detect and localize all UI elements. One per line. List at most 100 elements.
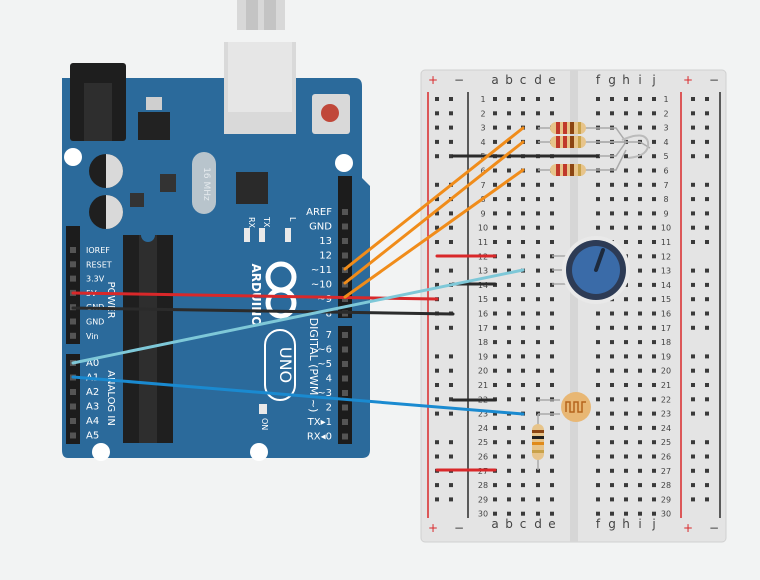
rail-hole[interactable] [705, 311, 709, 316]
pin-socket[interactable] [342, 361, 348, 367]
breadboard-hole[interactable] [507, 511, 511, 516]
breadboard-hole[interactable] [507, 225, 511, 230]
breadboard-hole[interactable] [596, 454, 600, 459]
breadboard-hole[interactable] [638, 240, 642, 244]
photoresistor[interactable] [538, 392, 591, 422]
wire-5v[interactable] [71, 291, 439, 301]
pin-socket[interactable] [70, 318, 76, 325]
breadboard-hole[interactable] [638, 197, 642, 202]
rail-hole[interactable] [435, 354, 439, 359]
breadboard-hole[interactable] [550, 340, 554, 345]
breadboard-hole[interactable] [493, 182, 497, 187]
breadboard-hole[interactable] [624, 340, 628, 345]
breadboard-hole[interactable] [521, 340, 525, 345]
rail-hole[interactable] [705, 154, 709, 159]
rail-hole[interactable] [705, 297, 709, 302]
breadboard-hole[interactable] [493, 340, 497, 345]
breadboard-hole[interactable] [652, 511, 656, 516]
breadboard-hole[interactable] [652, 139, 656, 144]
breadboard-hole[interactable] [652, 211, 656, 216]
pin-socket[interactable] [70, 403, 76, 410]
breadboard-hole[interactable] [652, 383, 656, 387]
breadboard-hole[interactable] [596, 511, 600, 516]
breadboard-hole[interactable] [610, 511, 614, 516]
rail-hole[interactable] [435, 383, 439, 387]
breadboard-hole[interactable] [624, 311, 628, 316]
breadboard-hole[interactable] [638, 483, 642, 488]
breadboard-hole[interactable] [624, 383, 628, 387]
rail-hole[interactable] [705, 125, 709, 130]
breadboard-hole[interactable] [638, 168, 642, 173]
rail-hole[interactable] [691, 368, 695, 373]
rail-hole[interactable] [691, 111, 695, 116]
breadboard-hole[interactable] [652, 454, 656, 459]
pin-socket[interactable] [70, 389, 76, 395]
breadboard-hole[interactable] [507, 197, 511, 202]
breadboard-hole[interactable] [493, 440, 497, 445]
rail-hole[interactable] [449, 240, 453, 244]
rail-hole[interactable] [435, 97, 439, 101]
breadboard-hole[interactable] [521, 111, 525, 116]
breadboard-hole[interactable] [596, 97, 600, 101]
breadboard-hole[interactable] [652, 197, 656, 202]
breadboard-hole[interactable] [536, 268, 540, 273]
breadboard-hole[interactable] [596, 340, 600, 345]
breadboard-hole[interactable] [610, 468, 614, 473]
breadboard-hole[interactable] [624, 397, 628, 402]
breadboard-hole[interactable] [493, 240, 497, 244]
breadboard-hole[interactable] [493, 297, 497, 302]
breadboard-hole[interactable] [624, 154, 628, 159]
rail-hole[interactable] [435, 240, 439, 244]
breadboard-hole[interactable] [624, 368, 628, 373]
breadboard-hole[interactable] [493, 411, 497, 416]
breadboard-hole[interactable] [610, 97, 614, 101]
rail-hole[interactable] [435, 411, 439, 416]
breadboard-hole[interactable] [521, 454, 525, 459]
breadboard-hole[interactable] [507, 397, 511, 402]
rail-hole[interactable] [435, 282, 439, 287]
breadboard-hole[interactable] [536, 254, 540, 259]
breadboard-hole[interactable] [550, 197, 554, 202]
breadboard-hole[interactable] [550, 383, 554, 387]
breadboard-hole[interactable] [610, 225, 614, 230]
breadboard-hole[interactable] [624, 483, 628, 488]
breadboard-hole[interactable] [652, 468, 656, 473]
breadboard-hole[interactable] [652, 282, 656, 287]
rail-hole[interactable] [449, 454, 453, 459]
breadboard-hole[interactable] [550, 225, 554, 230]
breadboard-hole[interactable] [493, 483, 497, 488]
pin-socket[interactable] [342, 209, 348, 215]
pin-socket[interactable] [70, 332, 76, 339]
rail-hole[interactable] [435, 139, 439, 144]
breadboard-hole[interactable] [596, 368, 600, 373]
breadboard-hole[interactable] [521, 425, 525, 430]
resistor-3[interactable] [538, 164, 598, 176]
breadboard-hole[interactable] [550, 111, 554, 116]
rail-hole[interactable] [435, 397, 439, 402]
rail-hole[interactable] [449, 111, 453, 116]
breadboard-hole[interactable] [550, 354, 554, 359]
breadboard-hole[interactable] [507, 297, 511, 302]
rail-hole[interactable] [705, 282, 709, 287]
breadboard-hole[interactable] [638, 411, 642, 416]
breadboard-hole[interactable] [521, 511, 525, 516]
breadboard-hole[interactable] [550, 240, 554, 244]
rail-hole[interactable] [705, 182, 709, 187]
breadboard-hole[interactable] [507, 168, 511, 173]
breadboard-hole[interactable] [507, 111, 511, 116]
rail-hole[interactable] [705, 397, 709, 402]
rail-hole[interactable] [435, 454, 439, 459]
rail-hole[interactable] [435, 483, 439, 488]
rail-hole[interactable] [449, 211, 453, 216]
breadboard-hole[interactable] [596, 111, 600, 116]
rail-hole[interactable] [449, 497, 453, 502]
rail-hole[interactable] [691, 211, 695, 216]
breadboard-hole[interactable] [507, 139, 511, 144]
breadboard-hole[interactable] [507, 454, 511, 459]
rail-hole[interactable] [449, 297, 453, 302]
breadboard-hole[interactable] [507, 240, 511, 244]
breadboard-hole[interactable] [521, 368, 525, 373]
rail-hole[interactable] [705, 483, 709, 488]
rail-hole[interactable] [705, 497, 709, 502]
breadboard-hole[interactable] [610, 325, 614, 330]
